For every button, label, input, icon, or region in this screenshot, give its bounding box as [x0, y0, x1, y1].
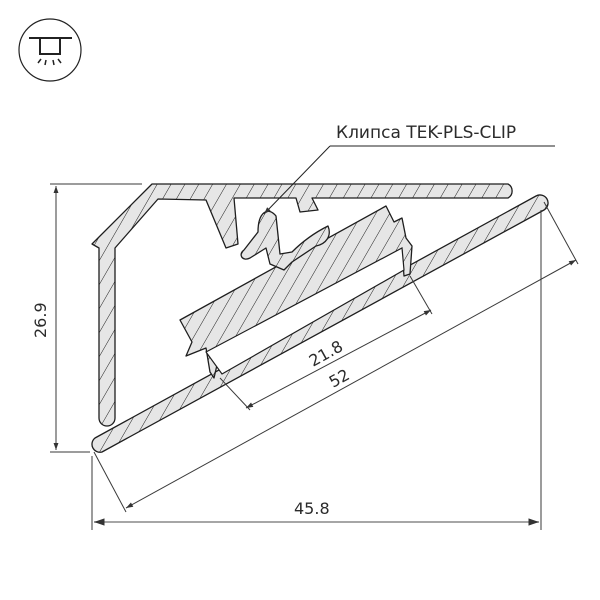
diagonal-inner-dimension	[219, 275, 433, 411]
height-dimension	[50, 183, 142, 453]
diagonal-outer-value: 52	[326, 365, 353, 391]
width-value: 45.8	[294, 499, 330, 518]
ceiling-light-icon	[18, 18, 82, 82]
clip-label: Клипса TEK-PLS-CLIP	[336, 123, 516, 143]
clip-callout-leader	[263, 145, 555, 215]
height-value: 26.9	[31, 302, 50, 338]
